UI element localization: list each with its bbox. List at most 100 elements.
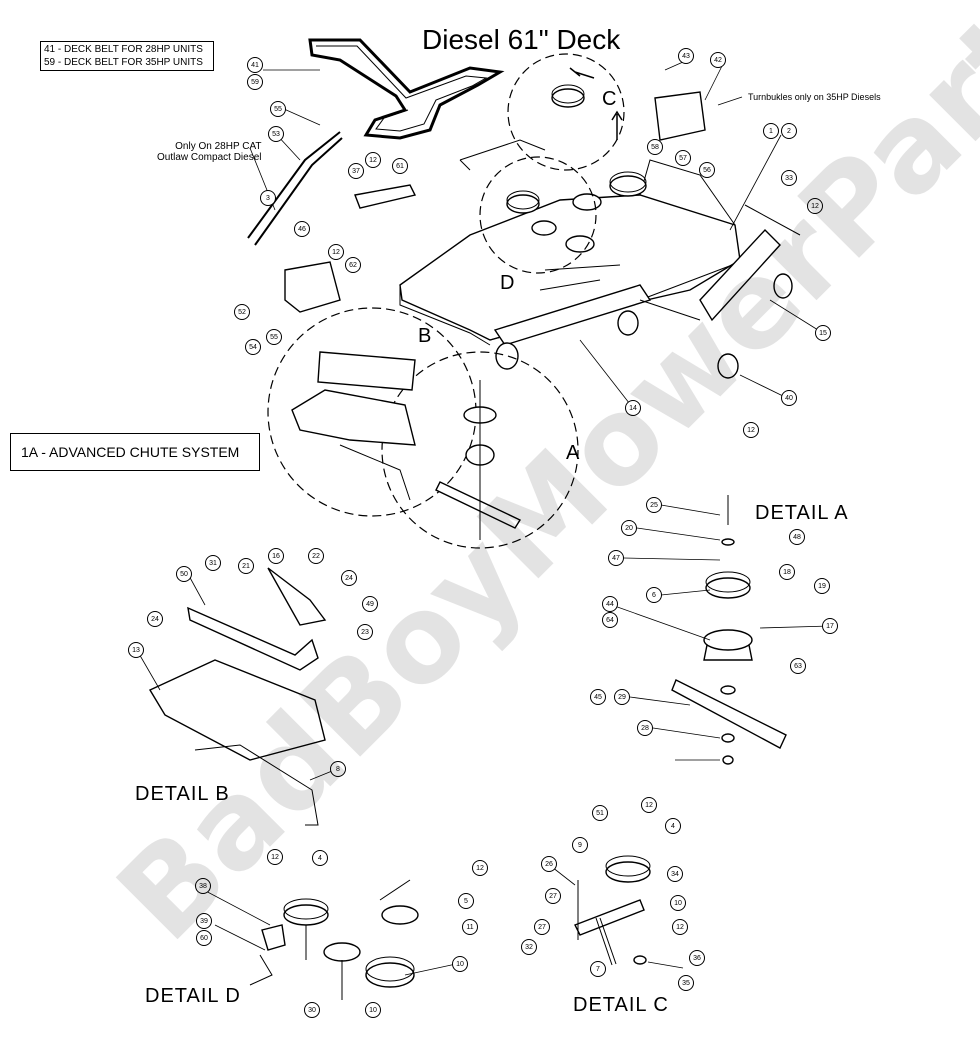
callout-number: 12: [811, 203, 819, 210]
callout-main-42: 42: [710, 52, 726, 68]
callout-detail-a-19: 19: [814, 578, 830, 594]
callout-number: 19: [818, 583, 826, 590]
callout-number: 8: [336, 766, 340, 773]
belt-note-box: 41 - DECK BELT FOR 28HP UNITS 59 - DECK …: [40, 41, 214, 71]
callout-detail-c-36: 36: [689, 950, 705, 966]
callout-number: 34: [671, 871, 679, 878]
callout-number: 10: [369, 1007, 377, 1014]
callout-number: 55: [270, 334, 278, 341]
callout-number: 39: [200, 918, 208, 925]
callout-detail-a-64: 64: [602, 612, 618, 628]
callout-number: 57: [679, 155, 687, 162]
callout-number: 17: [826, 623, 834, 630]
callout-detail-d-38: 38: [195, 878, 211, 894]
detail-c-title: DETAIL C: [573, 994, 669, 1016]
callout-number: 27: [549, 893, 557, 900]
callout-number: 18: [783, 569, 791, 576]
callout-main-58: 58: [647, 139, 663, 155]
callout-main-57: 57: [675, 150, 691, 166]
callout-number: 28: [641, 725, 649, 732]
callout-detail-a-48: 48: [789, 529, 805, 545]
callout-number: 7: [596, 966, 600, 973]
callout-detail-c-34: 34: [667, 866, 683, 882]
callout-number: 30: [308, 1007, 316, 1014]
callout-detail-a-28: 28: [637, 720, 653, 736]
callout-detail-b-21: 21: [238, 558, 254, 574]
callout-number: 44: [606, 601, 614, 608]
callout-main-12: 12: [743, 422, 759, 438]
callout-detail-b-24: 24: [147, 611, 163, 627]
callout-main-56: 56: [699, 162, 715, 178]
cat-only-note-line-1: Only On 28HP CAT: [175, 141, 262, 152]
callout-detail-d-10: 10: [452, 956, 468, 972]
callout-number: 10: [456, 961, 464, 968]
callout-main-53: 53: [268, 126, 284, 142]
callout-number: 59: [251, 79, 259, 86]
callout-detail-d-30: 30: [304, 1002, 320, 1018]
callout-number: 12: [676, 924, 684, 931]
callout-detail-c-26: 26: [541, 856, 557, 872]
callout-detail-a-63: 63: [790, 658, 806, 674]
callout-detail-c-10: 10: [670, 895, 686, 911]
blade-in-circle: [435, 380, 522, 540]
callout-number: 61: [396, 163, 404, 170]
callout-detail-a-47: 47: [608, 550, 624, 566]
callout-number: 23: [361, 629, 369, 636]
detail-b-assembly: [148, 567, 327, 826]
callout-main-12: 12: [328, 244, 344, 260]
callout-number: 63: [794, 663, 802, 670]
callout-number: 21: [242, 563, 250, 570]
detail-c-assembly: [574, 855, 651, 966]
diagram-title: Diesel 61" Deck: [422, 24, 621, 55]
callout-number: 60: [200, 935, 208, 942]
callout-number: 47: [612, 555, 620, 562]
callout-number: 1: [769, 128, 773, 135]
detail-letter-a: A: [566, 442, 580, 464]
belt-note-line-2: 59 - DECK BELT FOR 35HP UNITS: [44, 57, 203, 68]
callout-number: 42: [714, 57, 722, 64]
callout-detail-d-60: 60: [196, 930, 212, 946]
callout-detail-b-13: 13: [128, 642, 144, 658]
callout-detail-c-12: 12: [672, 919, 688, 935]
callout-number: 62: [349, 262, 357, 269]
callout-main-61: 61: [392, 158, 408, 174]
deck-pulleys: [495, 84, 793, 379]
callout-number: 12: [645, 802, 653, 809]
callout-number: 2: [787, 128, 791, 135]
callout-number: 58: [651, 144, 659, 151]
callout-number: 49: [366, 601, 374, 608]
turnbuckles-note: Turnbukles only on 35HP Diesels: [748, 92, 881, 102]
callout-number: 51: [596, 810, 604, 817]
detail-a-assembly: [671, 495, 787, 765]
cat-only-note: Only On 28HP CAT Outlaw Compact Diesel: [157, 141, 261, 163]
callout-main-37: 37: [348, 163, 364, 179]
callout-detail-a-18: 18: [779, 564, 795, 580]
callout-number: 56: [703, 167, 711, 174]
callout-number: 12: [747, 427, 755, 434]
callout-number: 25: [650, 502, 658, 509]
callout-number: 26: [545, 861, 553, 868]
detail-c-circle: [507, 53, 625, 171]
callout-number: 24: [151, 616, 159, 623]
callout-detail-c-4: 4: [665, 818, 681, 834]
callout-detail-d-39: 39: [196, 913, 212, 929]
callout-main-12: 12: [365, 152, 381, 168]
callout-detail-c-12: 12: [641, 797, 657, 813]
callout-number: 4: [671, 823, 675, 830]
callout-main-43: 43: [678, 48, 694, 64]
callout-number: 13: [132, 647, 140, 654]
callout-main-2: 2: [781, 123, 797, 139]
callout-number: 41: [251, 62, 259, 69]
callout-number: 29: [618, 694, 626, 701]
callout-detail-a-17: 17: [822, 618, 838, 634]
callout-detail-c-27: 27: [545, 888, 561, 904]
callout-detail-a-6: 6: [646, 587, 662, 603]
detail-letter-c: C: [602, 88, 617, 110]
callout-number: 4: [318, 855, 322, 862]
callout-main-12: 12: [807, 198, 823, 214]
callout-number: 64: [606, 617, 614, 624]
callout-number: 10: [674, 900, 682, 907]
callout-detail-a-20: 20: [621, 520, 637, 536]
